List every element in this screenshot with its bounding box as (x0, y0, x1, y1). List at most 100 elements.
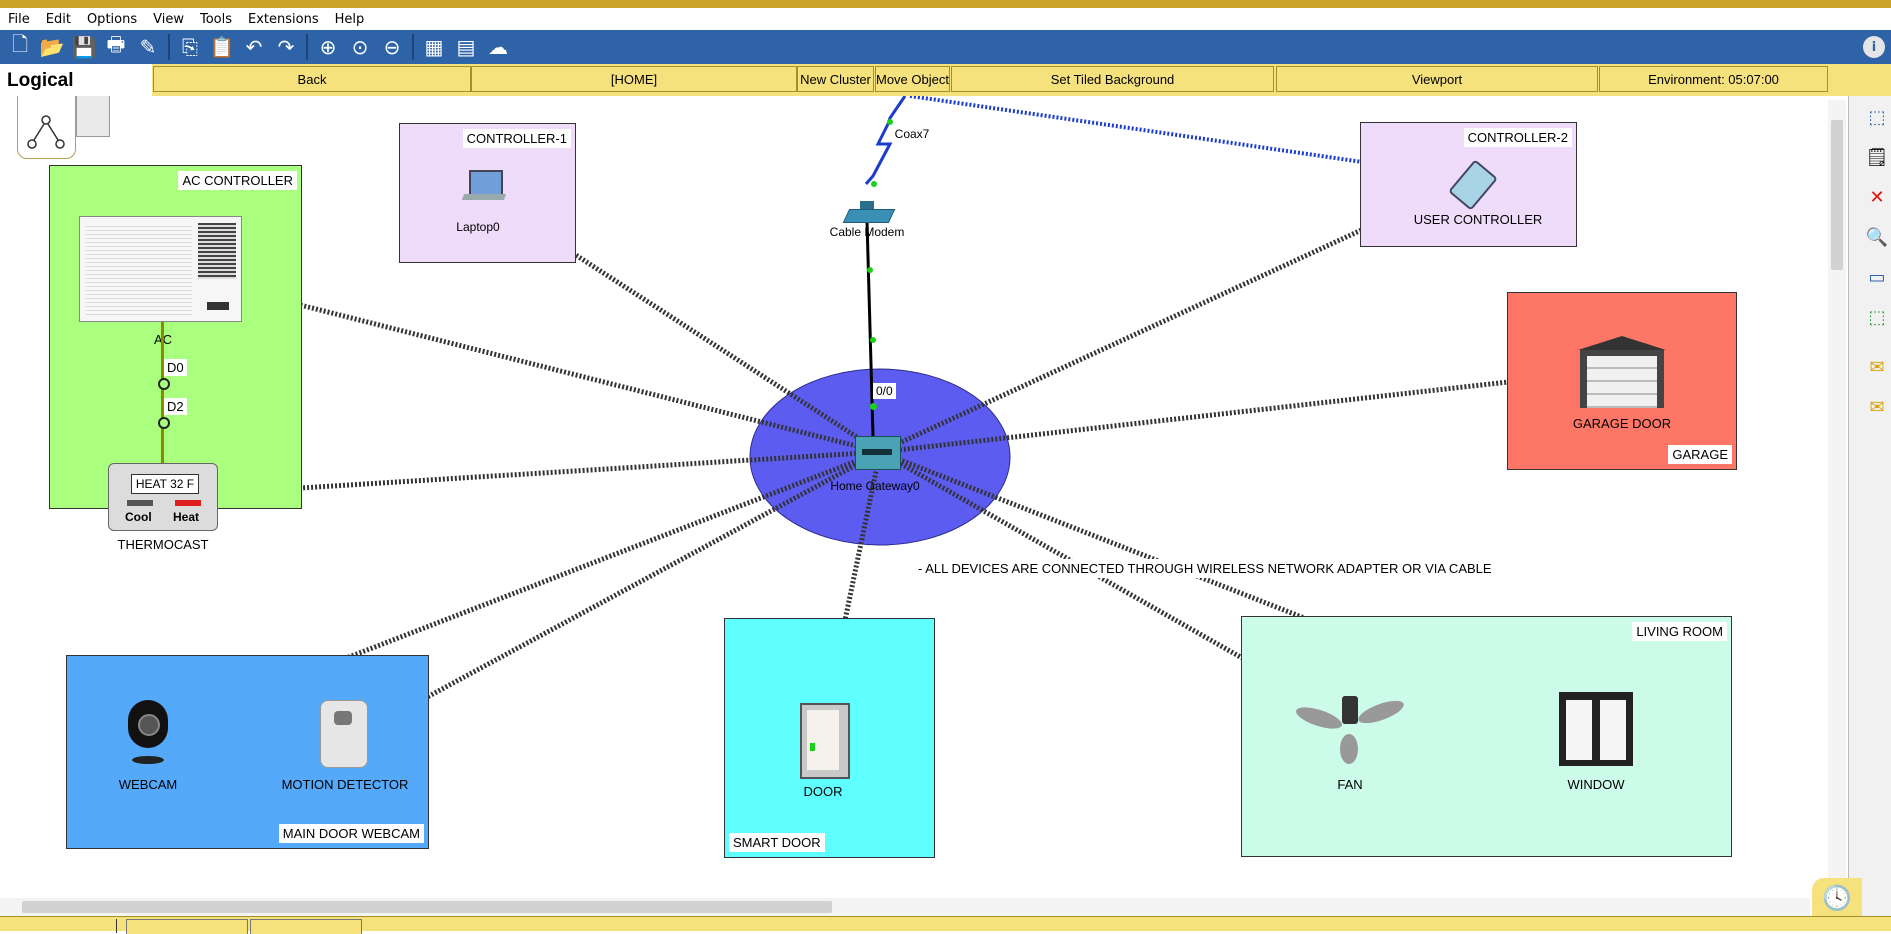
cable-modem-icon[interactable] (842, 201, 896, 223)
modem-top-icon (860, 201, 874, 209)
zoom-out-icon[interactable]: ⊖ (383, 35, 401, 59)
menu-view[interactable]: View (153, 11, 184, 27)
save-icon[interactable]: 💾 (71, 35, 97, 59)
open-icon[interactable]: 📂 (39, 35, 65, 59)
menu-file[interactable]: File (8, 11, 30, 27)
menu-edit[interactable]: Edit (45, 11, 71, 27)
logical-view-icon[interactable] (17, 96, 76, 159)
back-button[interactable]: Back (153, 66, 471, 92)
device-label-user-controller: USER CONTROLLER (1413, 212, 1543, 227)
undo-icon[interactable]: ↶ (245, 35, 263, 59)
webcam-lens-icon (138, 714, 160, 736)
print-icon[interactable]: 🖶 (106, 32, 126, 56)
motion-detector-icon[interactable] (320, 700, 368, 768)
add-simple-pdu-icon[interactable]: ✉ (1869, 356, 1885, 378)
zone-label-controller-2: CONTROLLER-2 (1463, 128, 1572, 147)
webcam-icon[interactable] (126, 700, 170, 766)
main-toolbar: 🗋 📂 💾 🖶 ✎ ⎘ 📋 ↶ ↷ ⊕ ⊙ ⊖ ▦ ▤ ☁ i (0, 30, 1891, 64)
draw-shape-icon[interactable]: ▭ (1868, 266, 1886, 288)
zone-controller-1[interactable]: CONTROLLER-1 (399, 123, 576, 263)
door-handle-icon (810, 743, 815, 751)
menu-options[interactable]: Options (86, 11, 138, 27)
resize-icon[interactable]: ⬚ (1868, 306, 1886, 328)
zone-main-door-webcam[interactable]: MAIN DOOR WEBCAM (66, 655, 429, 849)
note-icon[interactable]: 🗒 (1865, 146, 1889, 168)
thermostat-icon[interactable]: HEAT 32 F Cool Heat (108, 463, 218, 531)
device-template-icon[interactable]: ▤ (456, 35, 476, 59)
fan-blade-icon (1293, 702, 1345, 734)
move-object-button[interactable]: Move Object (875, 66, 950, 92)
device-label-laptop: Laptop0 (456, 220, 500, 234)
status-tab[interactable] (126, 919, 248, 934)
menu-help[interactable]: Help (334, 11, 365, 27)
device-label-window: WINDOW (1567, 777, 1625, 792)
window-icon[interactable] (1559, 692, 1633, 766)
network-icon[interactable]: ☁ (488, 35, 508, 59)
menu-extensions[interactable]: Extensions (248, 11, 319, 27)
logical-tab[interactable]: Logical (0, 64, 152, 96)
link-label-coax7: Coax7 (894, 127, 930, 141)
horizontal-scrollbar[interactable] (0, 898, 1810, 916)
cool-indicator-icon (127, 500, 153, 506)
bottom-status-bar (0, 916, 1891, 934)
new-cluster-button[interactable]: New Cluster (797, 66, 874, 92)
link-dot (887, 119, 893, 125)
ac-thermostat-cable (161, 322, 164, 482)
device-label-cable-modem: Cable Modem (829, 225, 905, 239)
vertical-scrollbar[interactable] (1828, 100, 1846, 898)
menu-bar: File Edit Options View Tools Extensions … (0, 8, 1891, 30)
home-button[interactable]: [HOME] (471, 66, 797, 92)
ac-vent-icon (86, 223, 192, 315)
zoom-reset-icon[interactable]: ⊙ (351, 35, 369, 59)
paste-icon[interactable]: 📋 (209, 35, 235, 59)
ac-panel-icon (207, 302, 229, 310)
logical-workspace[interactable]: AC CONTROLLER AC D0 D2 HEAT 32 F Cool He… (0, 96, 1848, 898)
vertical-scroll-thumb[interactable] (1831, 120, 1843, 270)
physical-view-icon[interactable] (76, 96, 110, 137)
zone-living-room[interactable]: LIVING ROOM (1241, 616, 1732, 857)
viewport-button[interactable]: Viewport (1276, 66, 1598, 92)
select-icon[interactable]: ⬚ (1868, 106, 1886, 128)
home-gateway-icon[interactable] (855, 436, 901, 470)
port-dot-d0 (158, 378, 170, 390)
status-tab[interactable] (250, 919, 362, 934)
zone-label-living-room: LIVING ROOM (1632, 622, 1727, 641)
laptop-keyboard-icon (461, 194, 507, 200)
wireless-link-ac (244, 288, 881, 455)
thermostat-heat-label: Heat (173, 510, 200, 524)
environment-button[interactable]: Environment: 05:07:00 (1599, 66, 1828, 92)
info-icon[interactable]: i (1863, 36, 1885, 58)
webcam-stand-icon (132, 756, 164, 764)
logical-label: Logical (7, 70, 74, 91)
ac-unit-icon[interactable] (79, 216, 242, 322)
fan-icon[interactable] (1293, 696, 1407, 766)
right-tool-panel: ⬚ 🗒 ✕ 🔍 ▭ ⬚ ✉ ✉ (1848, 96, 1891, 930)
new-icon[interactable]: 🗋 (11, 32, 29, 56)
copy-icon[interactable]: ⎘ (182, 35, 198, 59)
horizontal-scroll-thumb[interactable] (22, 901, 832, 913)
thermostat-display: HEAT 32 F (131, 474, 199, 494)
device-label-fan: FAN (1337, 777, 1363, 792)
port-label-d0: D0 (164, 359, 187, 376)
set-tiled-background-button[interactable]: Set Tiled Background (951, 66, 1274, 92)
device-label-garage-door: GARAGE DOOR (1572, 416, 1672, 431)
inspect-icon[interactable]: 🔍 (1865, 226, 1889, 248)
link-dot (871, 181, 877, 187)
toolbar-separator (412, 34, 414, 60)
palette-icon[interactable]: ▦ (424, 35, 444, 59)
garage-door-icon[interactable] (1578, 336, 1666, 408)
ethernet-link-modem-gateway (865, 220, 875, 437)
add-complex-pdu-icon[interactable]: ✉ (1869, 396, 1885, 418)
port-label-0-0: 0/0 (873, 383, 896, 399)
redo-icon[interactable]: ↷ (277, 35, 295, 59)
door-icon[interactable] (800, 703, 850, 779)
delete-icon[interactable]: ✕ (1869, 186, 1885, 208)
gateway-slot-icon (862, 449, 892, 455)
zoom-in-icon[interactable]: ⊕ (319, 35, 337, 59)
laptop-icon[interactable] (461, 170, 507, 204)
thermostat-cool-label: Cool (125, 510, 152, 524)
activity-wizard-icon[interactable]: ✎ (139, 35, 157, 59)
clock-icon[interactable]: 🕓 (1812, 878, 1862, 918)
menu-tools[interactable]: Tools (199, 11, 233, 27)
status-divider (116, 919, 117, 933)
